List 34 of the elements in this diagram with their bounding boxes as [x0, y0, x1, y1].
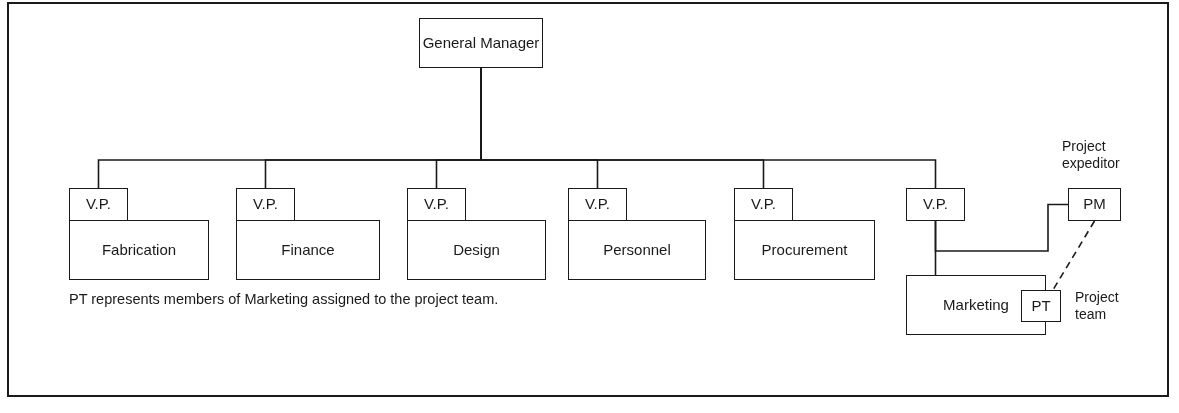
role-caption: Project expeditor — [1062, 138, 1121, 172]
box-label: V.P. — [922, 195, 948, 214]
org-box — [236, 220, 380, 280]
box-label: Personnel — [603, 240, 671, 260]
box-label: Finance — [281, 240, 335, 260]
box-label: Marketing — [943, 295, 1009, 315]
box-label: V.P. — [750, 195, 776, 214]
box-label: V.P. — [584, 195, 610, 214]
box-label: PT — [1031, 296, 1051, 316]
box-label: V.P. — [423, 195, 449, 214]
org-box — [568, 220, 706, 280]
box-label: PM — [1083, 195, 1106, 214]
org-box — [407, 220, 546, 280]
box-label: Fabrication — [101, 240, 177, 260]
connector-line — [934, 203, 1069, 252]
org-box — [69, 188, 128, 221]
org-box — [568, 188, 627, 221]
box-label: Procurement — [761, 240, 848, 260]
org-box — [419, 18, 543, 68]
role-caption: Project team — [1075, 289, 1120, 323]
footnote-text: PT represents members of Marketing assigned to the project team. — [69, 291, 499, 307]
org-box — [407, 188, 466, 221]
dashed-connector — [1052, 220, 1096, 291]
box-label: General Manager — [422, 33, 540, 53]
org-box — [236, 188, 295, 221]
org-box — [69, 220, 209, 280]
box-label: V.P. — [85, 195, 111, 214]
org-box — [1021, 290, 1061, 322]
box-label: V.P. — [252, 195, 278, 214]
org-box — [734, 220, 875, 280]
org-box — [734, 188, 793, 221]
box-label: Design — [453, 240, 500, 260]
org-box — [906, 188, 965, 221]
org-box — [1068, 188, 1121, 221]
